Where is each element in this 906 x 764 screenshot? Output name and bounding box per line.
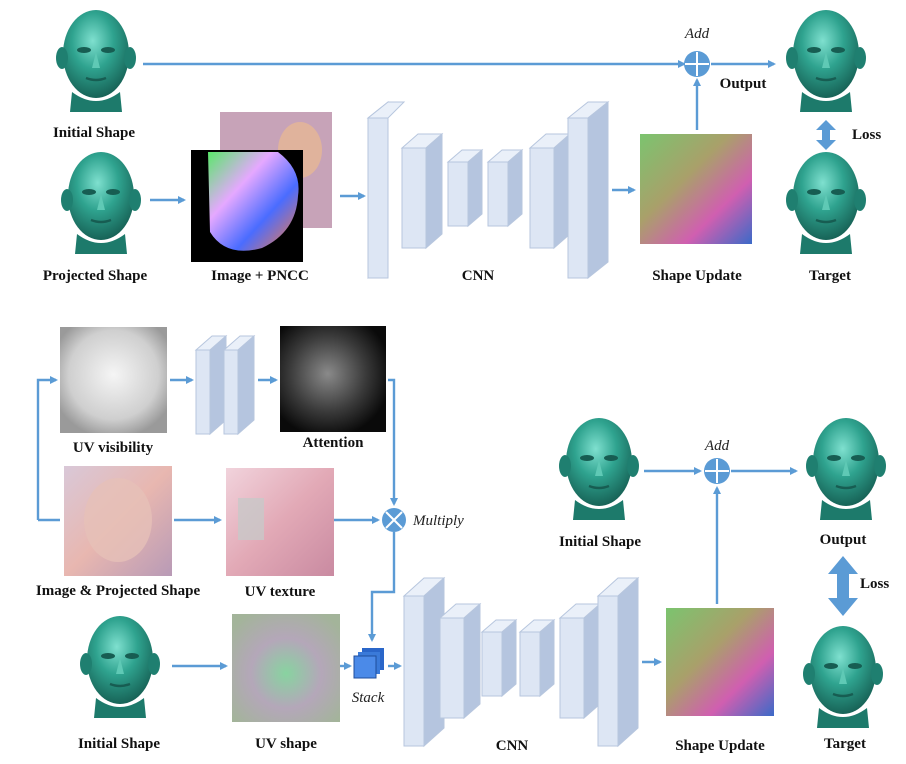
uv-texture-label: UV texture (245, 584, 316, 600)
top-shape-update-label: Shape Update (652, 268, 742, 284)
attention-image (280, 326, 386, 432)
bottom-right-initial-label: Initial Shape (559, 534, 641, 550)
bottom-add-label: Add (704, 438, 730, 454)
top-loss-label: Loss (852, 127, 881, 143)
top-output-label: Output (720, 76, 767, 92)
uv-visibility-image (60, 327, 167, 433)
top-add-node (684, 51, 710, 77)
bottom-shape-update-image (666, 608, 774, 716)
image-pncc-label: Image + PNCC (211, 268, 309, 284)
bottom-right-initial-head (557, 416, 641, 522)
initial-shape-head (54, 8, 138, 114)
uv-shape-image (232, 614, 340, 722)
uv-shape-label: UV shape (255, 736, 317, 752)
top-target-head (784, 150, 868, 256)
arrow-image-to-vis (36, 376, 58, 520)
uv-visibility-label: UV visibility (73, 440, 154, 456)
bottom-output-head (804, 416, 888, 522)
stack-label: Stack (352, 690, 385, 706)
top-target-label: Target (809, 268, 851, 284)
top-shape-update-image (640, 134, 752, 244)
bottom-shape-update-label: Shape Update (675, 738, 765, 754)
projected-shape-head (59, 150, 143, 256)
bottom-loss-arrow (828, 556, 858, 616)
bottom-add-node (704, 458, 730, 484)
bottom-target-label: Target (824, 736, 866, 752)
arrow-multiply-to-stack (368, 532, 396, 642)
arrow-attention-to-multiply (388, 378, 398, 506)
top-projected-shape-label: Projected Shape (43, 268, 148, 284)
top-initial-shape-label: Initial Shape (53, 125, 135, 141)
bottom-initial-shape-label: Initial Shape (78, 736, 160, 752)
top-cnn (366, 100, 610, 280)
pncc-face (208, 152, 299, 251)
top-cnn-label: CNN (462, 268, 495, 284)
attention-net (194, 334, 256, 436)
bottom-target-head (801, 624, 885, 730)
multiply-node (382, 508, 406, 532)
top-add-label: Add (684, 26, 710, 42)
bottom-loss-label: Loss (860, 576, 889, 592)
top-output-head (784, 8, 868, 114)
stack-icon (353, 648, 384, 679)
multiply-label: Multiply (412, 513, 464, 529)
image-projected-label: Image & Projected Shape (36, 583, 201, 599)
bottom-cnn-label: CNN (496, 738, 529, 754)
bottom-cnn (402, 576, 640, 748)
attention-label: Attention (303, 435, 364, 451)
bottom-initial-shape-head (78, 614, 162, 720)
top-loss-arrow (816, 120, 836, 150)
bottom-output-label: Output (820, 532, 867, 548)
